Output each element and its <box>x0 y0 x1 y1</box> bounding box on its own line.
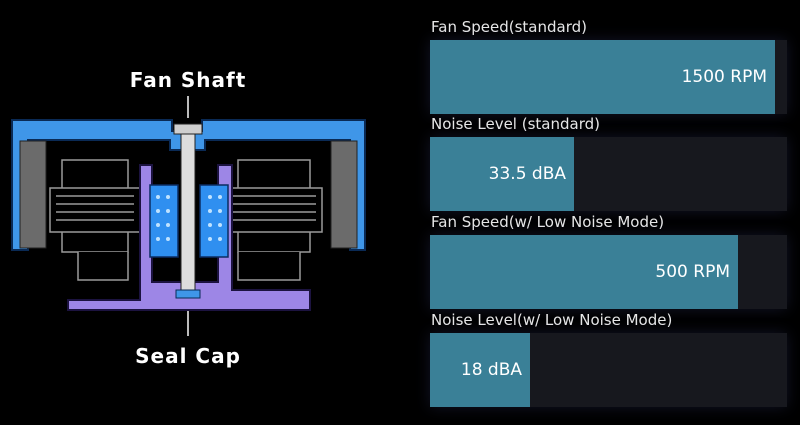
fan-shaft-label: Fan Shaft <box>129 68 247 92</box>
fan-shaft <box>180 123 196 295</box>
bar-track: 33.5 dBA <box>430 137 787 211</box>
panel-title-noise-low-noise: Noise Level(w/ Low Noise Mode) <box>431 311 673 329</box>
fan-bearing-diagram: Fan Shaft Seal Cap <box>0 0 400 420</box>
hub-base <box>67 164 311 311</box>
stator-right <box>225 159 323 281</box>
bearing-right <box>199 184 229 258</box>
panel-title-fan-speed-low-noise: Fan Speed(w/ Low Noise Mode) <box>431 213 665 231</box>
seal-cap <box>175 289 201 299</box>
stator-left <box>49 159 141 281</box>
bar-fan-speed-standard: 1500 RPM <box>430 40 775 114</box>
fan-cross-section-illustration <box>11 96 366 336</box>
magnet-right <box>330 140 358 249</box>
bar-track: 500 RPM <box>430 235 787 309</box>
bar-value-label: 500 RPM <box>655 262 730 282</box>
bearing-left <box>149 184 179 258</box>
bar-noise-low-noise: 18 dBA <box>430 333 530 407</box>
bar-value-label: 33.5 dBA <box>488 164 566 184</box>
magnet-left <box>19 140 47 249</box>
bar-fan-speed-low-noise: 500 RPM <box>430 235 738 309</box>
bar-track: 18 dBA <box>430 333 787 407</box>
bar-track: 1500 RPM <box>430 40 787 114</box>
bar-noise-standard: 33.5 dBA <box>430 137 574 211</box>
panel-title-fan-speed-standard: Fan Speed(standard) <box>431 18 587 36</box>
bar-value-label: 1500 RPM <box>681 67 767 87</box>
seal-cap-label: Seal Cap <box>135 344 241 368</box>
bar-value-label: 18 dBA <box>460 360 522 380</box>
bar-comparison-chart: Fan Speed(standard) 1500 RPM Noise Level… <box>400 0 800 420</box>
shaft-top-cap <box>173 123 203 135</box>
bearing-dots <box>156 195 222 241</box>
panel-title-noise-standard: Noise Level (standard) <box>431 115 600 133</box>
